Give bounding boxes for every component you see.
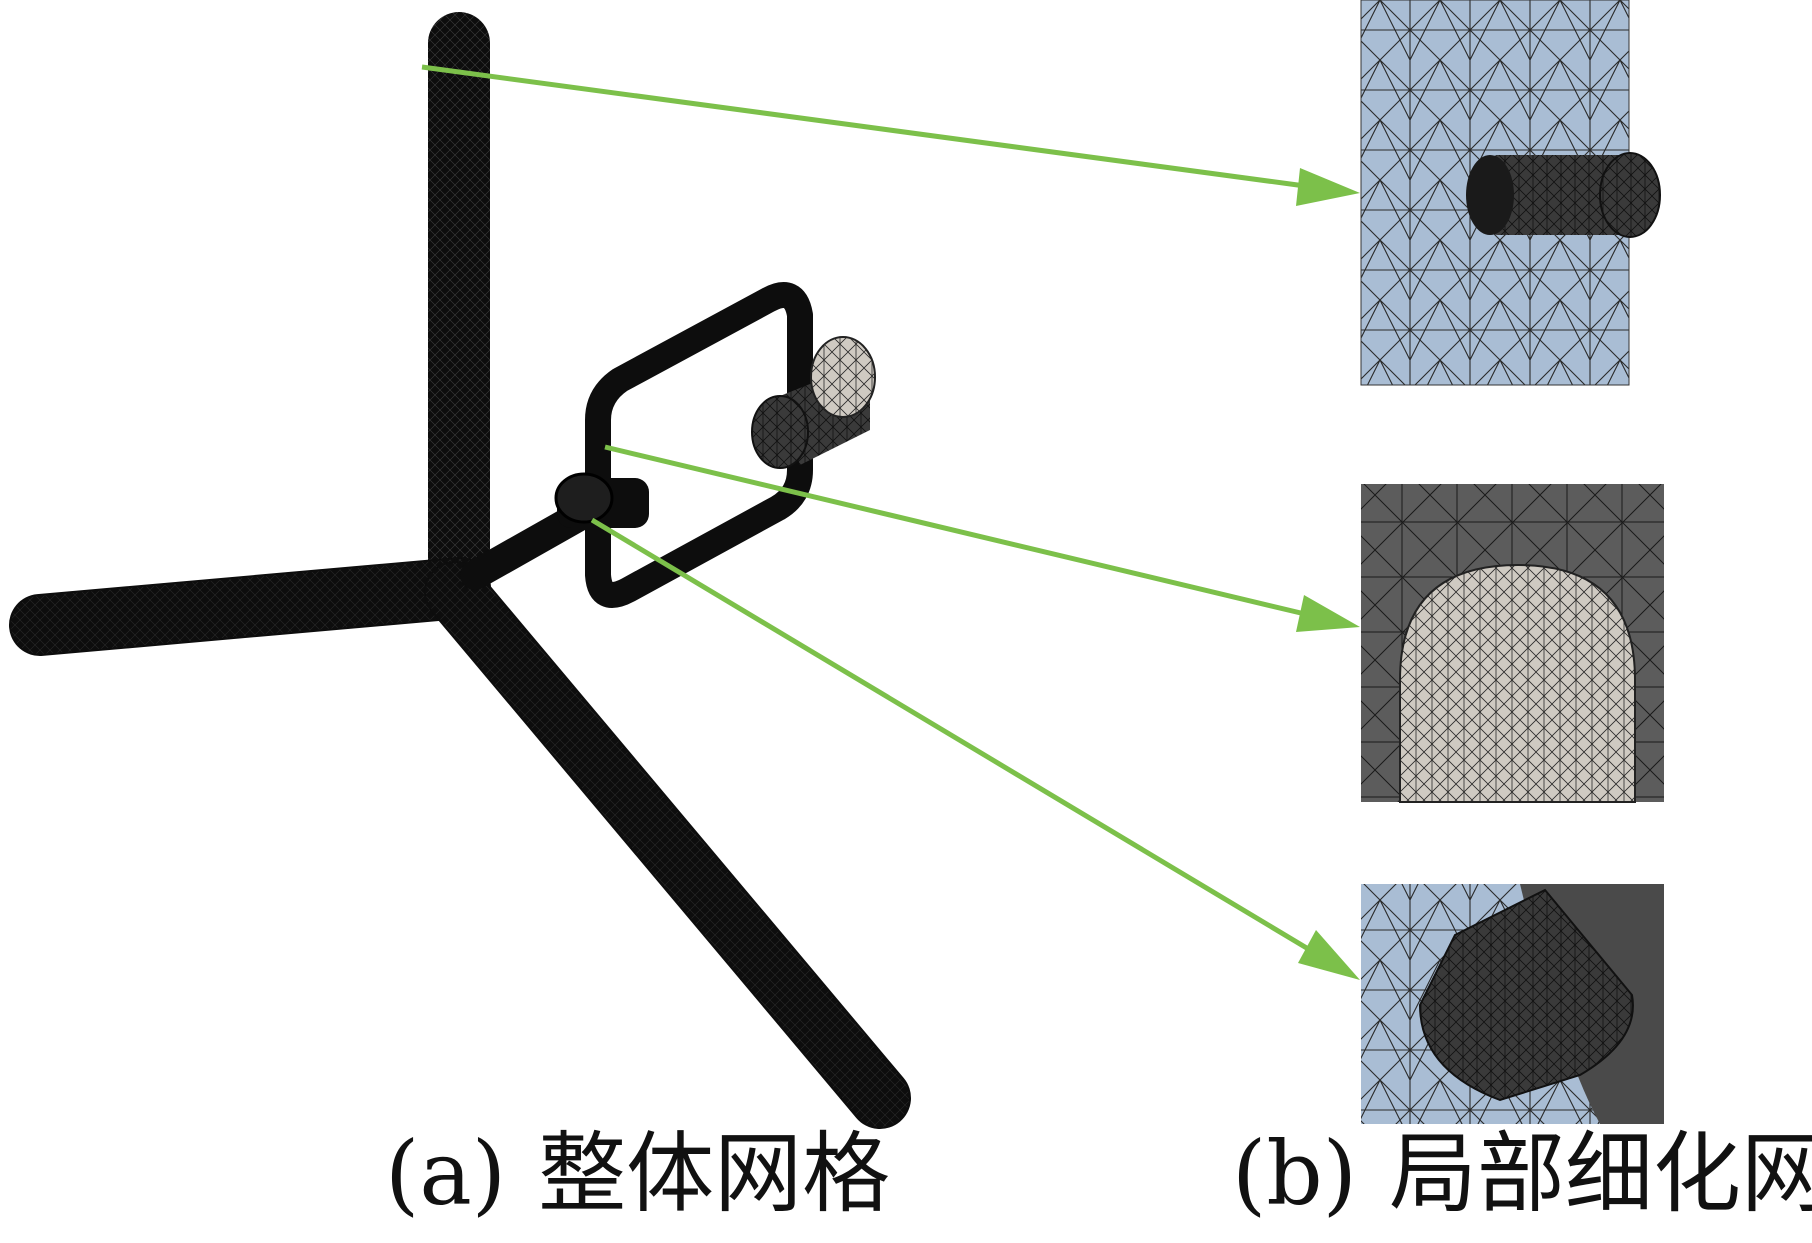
callout-arrows (421, 64, 1360, 980)
caption-local-mesh: (b)局部细化网格 (1232, 1130, 1812, 1218)
vertical-pipe (428, 12, 490, 597)
detail-panel-middle (1361, 484, 1664, 803)
diagonal-pipe (424, 561, 911, 1129)
square-frame (585, 282, 813, 608)
caption-b-text: 局部细化网格 (1389, 1122, 1812, 1225)
probe-cylinder (751, 336, 876, 469)
detail-panel-top (1360, 0, 1661, 386)
callout-arrow-bottom (590, 517, 1360, 980)
caption-overall-mesh: (a)整体网格 (385, 1130, 890, 1218)
detail-panel-bottom (1361, 884, 1664, 1124)
hub-cylinder (554, 472, 649, 528)
callout-arrow-middle (604, 444, 1360, 632)
callout-arrow-top (421, 64, 1360, 206)
left-pipe (9, 557, 491, 656)
caption-b-marker: (b) (1232, 1122, 1357, 1225)
caption-a-text: 整体网格 (538, 1122, 891, 1225)
caption-a-marker: (a) (385, 1122, 507, 1225)
overall-mesh-model (9, 12, 911, 1129)
